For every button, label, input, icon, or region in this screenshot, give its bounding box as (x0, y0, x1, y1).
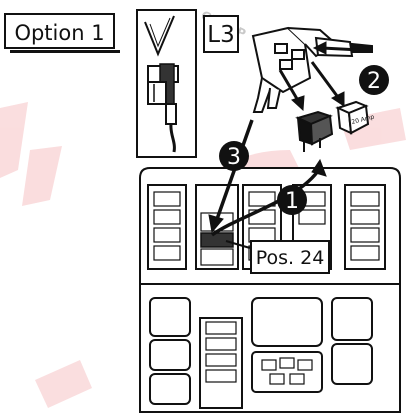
fuse-type-label: L3 (203, 15, 239, 53)
svg-text:1: 1 (285, 189, 299, 214)
black-blade-fuse (298, 112, 332, 152)
option-label: Option 1 (4, 13, 115, 49)
arrow-2b (312, 62, 340, 100)
svg-text:3: 3 (227, 145, 241, 170)
step-badge-2: 2 (359, 65, 389, 95)
fuse-tap-adapter (253, 28, 372, 112)
svg-text:2: 2 (367, 69, 381, 94)
step-badge-1: 1 (277, 185, 307, 215)
position-label: Pos. 24 (250, 240, 330, 274)
arrow-2c (322, 48, 360, 50)
step-badge-3: 3 (219, 141, 249, 171)
fuse-holder-card (137, 10, 196, 157)
